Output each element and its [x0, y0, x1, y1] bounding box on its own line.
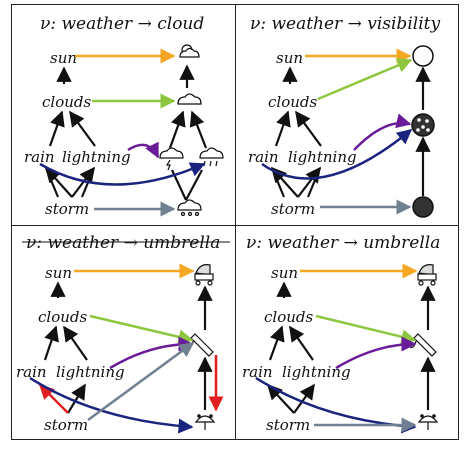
panel-weather-umbrella-b: ν: weather → umbrella sun clouds rain li… [242, 233, 440, 434]
node-storm: storm [266, 416, 310, 434]
panel-weather-visibility: ν: weather → visibility sun clouds rain … [248, 14, 440, 218]
node-lightning: lightning [56, 363, 125, 381]
node-lightning: lightning [62, 148, 131, 166]
stroller-icon [194, 264, 214, 286]
rain-lightning-cloud-icon [159, 147, 184, 171]
node-clouds: clouds [42, 93, 91, 111]
node-storm: storm [44, 416, 88, 434]
open-umbrella-icon [417, 414, 439, 430]
node-sun: sun [45, 264, 72, 282]
node-storm: storm [45, 200, 89, 218]
rain-arrow [39, 162, 206, 186]
node-clouds: clouds [264, 308, 313, 326]
rain-arrow [29, 376, 194, 434]
stroller-icon [417, 264, 437, 286]
dotted-circle-icon [411, 113, 435, 137]
node-lightning: lightning [288, 148, 357, 166]
sun-cloud-icon [179, 44, 200, 58]
lightning-arrow [353, 113, 412, 151]
node-rain: rain [24, 148, 55, 166]
node-sun: sun [271, 264, 298, 282]
storm-cloud-icon [177, 199, 202, 217]
lightning-arrow [127, 141, 160, 159]
node-clouds: clouds [268, 93, 317, 111]
filled-circle-icon [412, 196, 434, 218]
node-sun: sun [50, 49, 77, 67]
clouds-arrow [89, 314, 194, 345]
lightning-arrow [335, 336, 417, 370]
panel-weather-cloud: ν: weather → cloud sun clouds rain light… [24, 14, 224, 218]
panel-weather-umbrella-a: ν: weather → umbrella sun clouds rain li… [16, 233, 230, 434]
vertical-divider [235, 4, 236, 440]
node-rain: rain [248, 148, 279, 166]
storm-arrow [87, 341, 195, 422]
rain-arrow [261, 129, 413, 180]
panel-title: ν: weather → visibility [250, 14, 440, 34]
open-umbrella-icon [194, 414, 216, 430]
node-rain: rain [242, 363, 273, 381]
panel-title: ν: weather → umbrella [246, 233, 440, 253]
empty-circle-icon [412, 45, 434, 67]
node-rain: rain [16, 363, 47, 381]
node-lightning: lightning [282, 363, 351, 381]
node-storm: storm [271, 200, 315, 218]
red-arrow-storm-rain [38, 383, 69, 414]
cloud-icon [177, 93, 202, 105]
node-clouds: clouds [38, 308, 87, 326]
panel-title: ν: weather → cloud [40, 14, 204, 34]
panel-title: ν: weather → umbrella [26, 233, 220, 253]
node-sun: sun [276, 49, 303, 67]
clouds-arrow [315, 314, 417, 345]
clouds-arrow [317, 58, 413, 101]
horizontal-divider [11, 225, 459, 226]
